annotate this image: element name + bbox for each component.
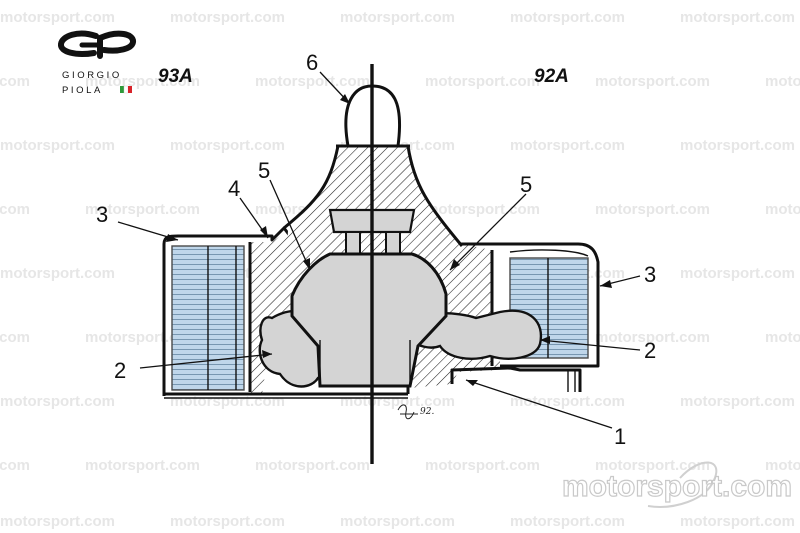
watermark-text: motorsport.com (0, 393, 115, 410)
callout-1: 1 (614, 424, 626, 449)
callout-numbers: 1 2 2 3 3 4 5 5 6 (96, 50, 656, 449)
callout-6: 6 (306, 50, 318, 75)
watermark-text: motorsport.com (0, 201, 30, 218)
watermark-text: motorsport.com (0, 73, 30, 90)
watermark-text: motorsport.com (0, 137, 115, 154)
watermark-text: motorsport.com (85, 73, 200, 90)
callout-2-left: 2 (114, 358, 126, 383)
artist-signature: 92. (397, 404, 434, 420)
callout-5-left: 5 (258, 158, 270, 183)
callout-2-right: 2 (644, 338, 656, 363)
watermark-large-text: motorsport.com (562, 470, 792, 503)
callout-3-left: 3 (96, 202, 108, 227)
watermark-text: motorsport.com (765, 329, 800, 346)
motorsport-logo-watermark: motorsport.com (561, 461, 793, 508)
callout-3-right: 3 (644, 262, 656, 287)
watermark-text: motorsport.com (765, 201, 800, 218)
watermark-text: motorsport.com (680, 265, 795, 282)
watermark-text: motorsport.com (340, 9, 455, 26)
watermark-text: motorsport.com (170, 513, 285, 530)
watermark-text: motorsport.com (340, 513, 455, 530)
watermark-text: motorsport.com (680, 9, 795, 26)
callout-4: 4 (228, 176, 240, 201)
watermark-text: motorsport.com (510, 137, 625, 154)
giorgio-piola-logo: GIORGIO PIOLA (58, 30, 136, 96)
watermark-text: motorsport.com (340, 393, 455, 410)
watermark-text: motorsport.com (0, 457, 30, 474)
watermark-text: motorsport.com (85, 201, 200, 218)
watermark-text: motorsport.com (425, 457, 540, 474)
variant-label-right: 92A (534, 66, 569, 87)
italian-flag-icon (120, 85, 132, 94)
watermark-text: motorsport.com (595, 73, 710, 90)
watermark-text: motorsport.com (680, 137, 795, 154)
signature-text: 92. (420, 407, 434, 417)
watermark-text: motorsport.com (425, 201, 540, 218)
watermark-text: motorsport.com (765, 457, 800, 474)
watermark-text: motorsport.com (595, 457, 710, 474)
brand-name-line1: GIORGIO (62, 70, 122, 81)
watermark-text: motorsport.com (0, 513, 115, 530)
variant-label-left: 93A (158, 66, 193, 87)
watermark-text: motorsport.com (85, 457, 200, 474)
watermark-text: motorsport.com (595, 329, 710, 346)
brand-name-line2: PIOLA (62, 85, 103, 96)
watermark-text: motorsport.com (170, 393, 285, 410)
watermark-text: motorsport.com (425, 73, 540, 90)
watermark-text: motorsport.com (510, 393, 625, 410)
watermark-text: motorsport.com (680, 393, 795, 410)
watermark-text: motorsport.com (0, 265, 115, 282)
watermark-text: motorsport.com (255, 73, 370, 90)
watermark-text: motorsport.com (0, 9, 115, 26)
watermark-text: motorsport.com (765, 73, 800, 90)
watermark-text: motorsport.com (680, 513, 795, 530)
watermark-text: motorsport.com (595, 201, 710, 218)
callout-5-right: 5 (520, 172, 532, 197)
watermark-text: motorsport.com (255, 457, 370, 474)
chassis-cross-section (164, 64, 464, 464)
watermark-text: motorsport.com (170, 9, 285, 26)
watermark-text: motorsport.com (170, 137, 285, 154)
watermark-text: motorsport.com (85, 329, 200, 346)
watermark-text: motorsport.com (0, 329, 30, 346)
leader-lines (117, 71, 641, 429)
watermark-text: motorsport.com (510, 9, 625, 26)
watermark-text: motorsport.com (510, 513, 625, 530)
gp-monogram-icon (58, 30, 136, 59)
